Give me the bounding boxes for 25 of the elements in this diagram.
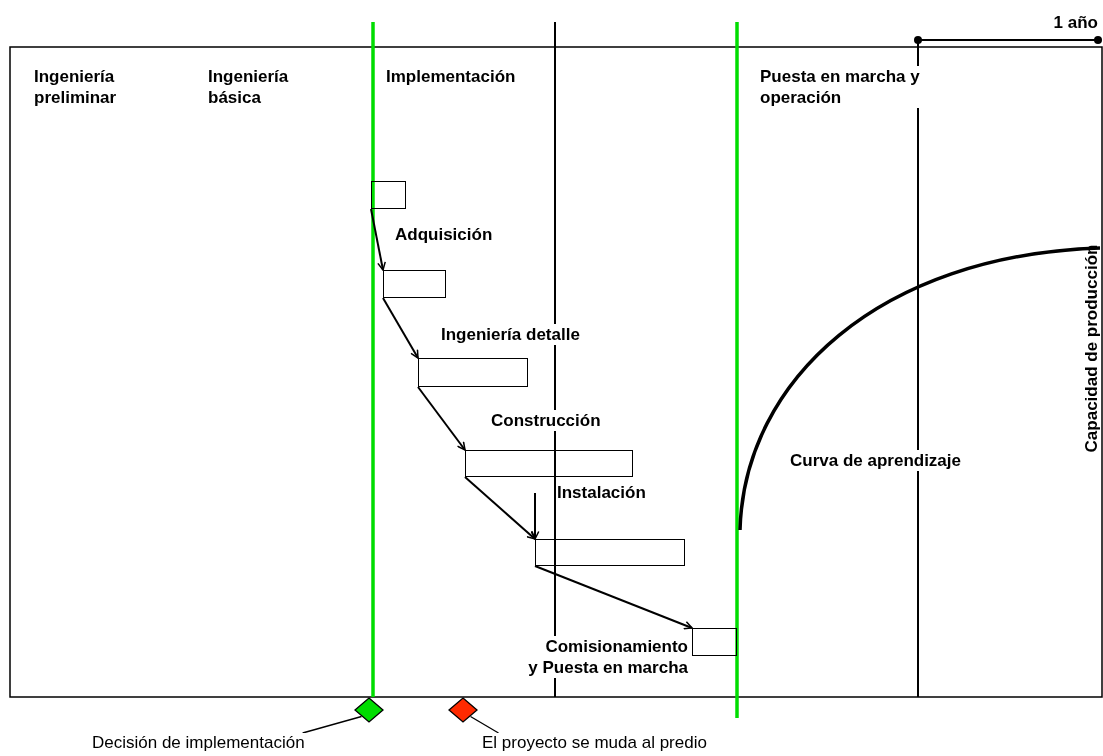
- task-bar: [465, 450, 633, 477]
- phase-label: Construcción: [491, 410, 601, 431]
- phase-label: Curva de aprendizaje: [790, 450, 961, 471]
- task-bar: [692, 628, 737, 656]
- arrow: [534, 565, 693, 630]
- milestone-diamond: [448, 697, 478, 723]
- leader-line: [469, 715, 500, 734]
- milestone-note: Decisión de implementación: [92, 733, 305, 753]
- phase-label: Puesta en marcha y operación: [760, 66, 920, 108]
- leader-line: [301, 715, 363, 734]
- task-bar: [383, 270, 446, 298]
- task-bar: [371, 181, 406, 209]
- phase-label: Ingeniería detalle: [441, 324, 580, 345]
- arrow: [530, 492, 540, 540]
- task-bar: [535, 539, 685, 566]
- task-bar: [418, 358, 528, 387]
- arrow: [370, 208, 386, 271]
- milestone-diamond: [354, 697, 384, 723]
- arrow: [417, 386, 466, 451]
- milestone-note: El proyecto se muda al predio: [482, 733, 707, 753]
- dimension-label: 1 año: [1052, 12, 1098, 33]
- axis-label: Capacidad de producción: [1081, 244, 1103, 452]
- phase-label: Comisionamiento y Puesta en marcha: [528, 636, 688, 678]
- arrow: [464, 476, 536, 540]
- arrow: [382, 297, 419, 359]
